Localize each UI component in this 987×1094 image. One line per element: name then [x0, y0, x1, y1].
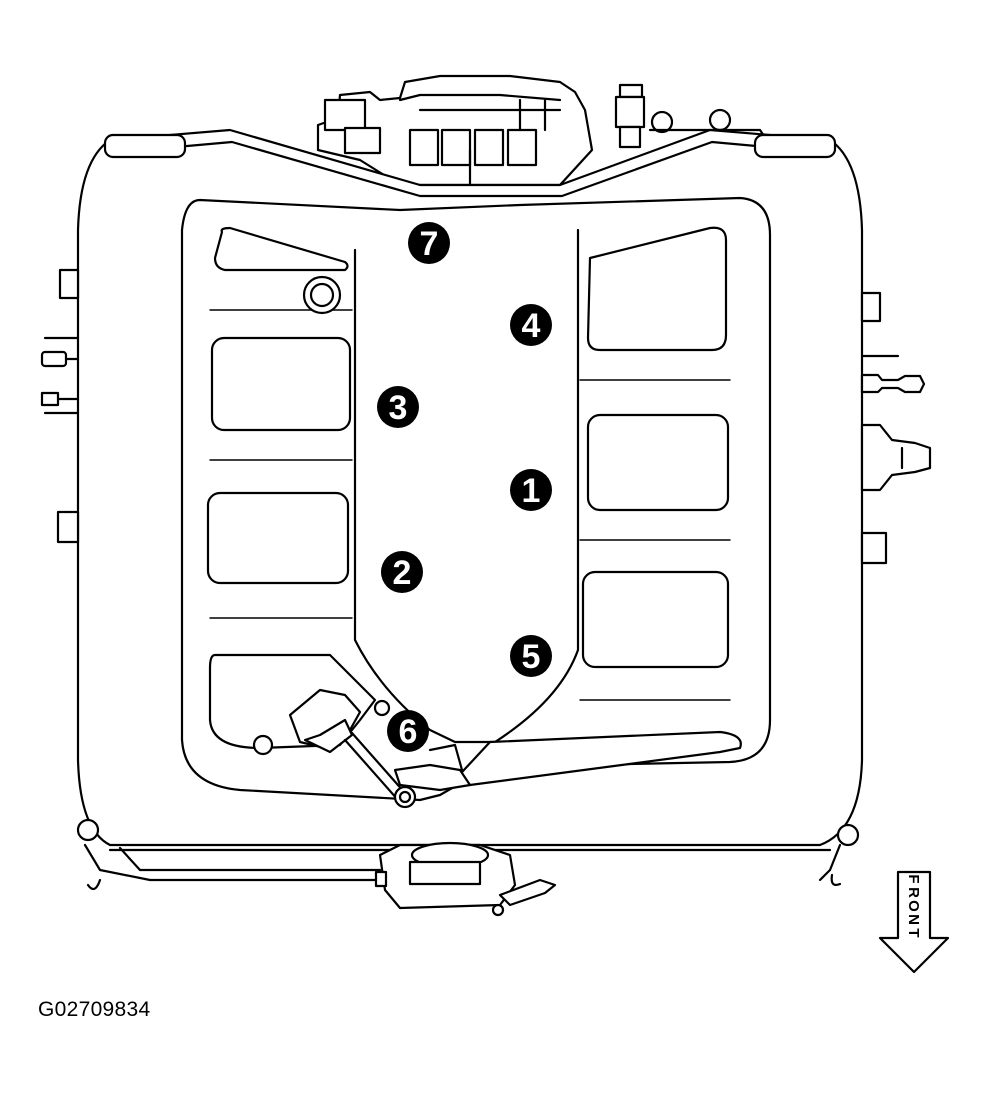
center-valley — [353, 228, 580, 744]
callout-6-number: 6 — [399, 713, 418, 751]
right-side-fittings — [860, 291, 932, 565]
left-side-fittings — [40, 268, 80, 544]
front-label-letter: F — [905, 874, 922, 883]
callout-4: 4 — [510, 304, 552, 346]
callout-7: 7 — [408, 222, 450, 264]
callout-3: 3 — [377, 386, 419, 428]
callout-5: 5 — [510, 635, 552, 677]
bottom-component — [374, 841, 557, 917]
callout-2: 2 — [381, 551, 423, 593]
front-label-letter: O — [905, 900, 922, 912]
front-label-letter: T — [905, 928, 922, 937]
lower-frame — [76, 818, 860, 891]
figure-code: G02709834 — [38, 998, 151, 1021]
top-right-fitting — [614, 83, 772, 149]
front-label-letter: R — [905, 887, 922, 898]
callout-5-number: 5 — [522, 638, 541, 676]
callout-1-number: 1 — [522, 472, 541, 510]
right-runners — [579, 226, 731, 701]
callout-7-number: 7 — [420, 225, 439, 263]
callout-2-number: 2 — [393, 554, 412, 592]
front-label-letter: N — [905, 914, 922, 925]
callout-4-number: 4 — [522, 307, 541, 345]
callout-3-number: 3 — [389, 389, 408, 427]
throttle-body — [316, 74, 594, 187]
vacuum-actuator — [288, 688, 472, 809]
callout-1: 1 — [510, 469, 552, 511]
callout-6: 6 — [387, 710, 429, 752]
